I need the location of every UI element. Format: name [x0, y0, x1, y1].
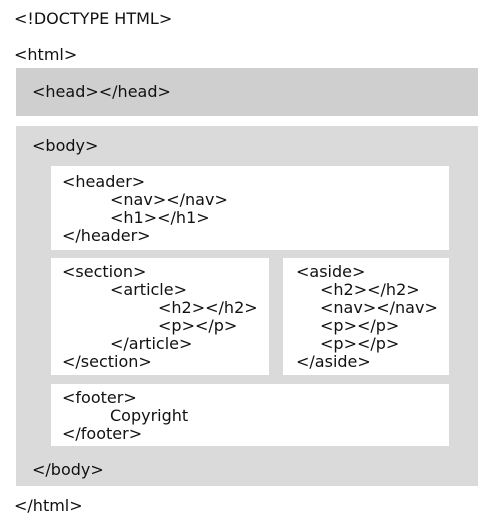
article-h2-tag: <h2></h2> [158, 298, 258, 317]
section-close-tag: </section> [62, 352, 152, 371]
head-tag: <head></head> [32, 82, 171, 101]
header-close-tag: </header> [62, 226, 151, 245]
html-close-tag: </html> [14, 496, 83, 515]
aside-p-tag-1: <p></p> [320, 316, 400, 335]
aside-h2-tag: <h2></h2> [320, 280, 420, 299]
section-open-tag: <section> [62, 262, 147, 281]
header-nav-tag: <nav></nav> [110, 190, 228, 209]
footer-open-tag: <footer> [62, 388, 137, 407]
section-block [51, 258, 269, 375]
aside-open-tag: <aside> [296, 262, 366, 281]
doctype-line: <!DOCTYPE HTML> [14, 9, 173, 28]
body-open-tag: <body> [32, 136, 99, 155]
aside-p-tag-2: <p></p> [320, 334, 400, 353]
header-open-tag: <header> [62, 172, 146, 191]
footer-close-tag: </footer> [62, 424, 143, 443]
header-h1-tag: <h1></h1> [110, 208, 210, 227]
aside-block [283, 258, 449, 375]
footer-copyright-text: Copyright [110, 406, 189, 425]
header-block [51, 166, 449, 250]
article-p-tag: <p></p> [158, 316, 238, 335]
article-close-tag: </article> [110, 334, 193, 353]
article-open-tag: <article> [110, 280, 187, 299]
aside-close-tag: </aside> [296, 352, 371, 371]
footer-block [51, 384, 449, 446]
html-open-tag: <html> [14, 45, 78, 64]
head-block [16, 68, 478, 116]
body-close-tag: </body> [32, 460, 104, 479]
aside-nav-tag: <nav></nav> [320, 298, 438, 317]
